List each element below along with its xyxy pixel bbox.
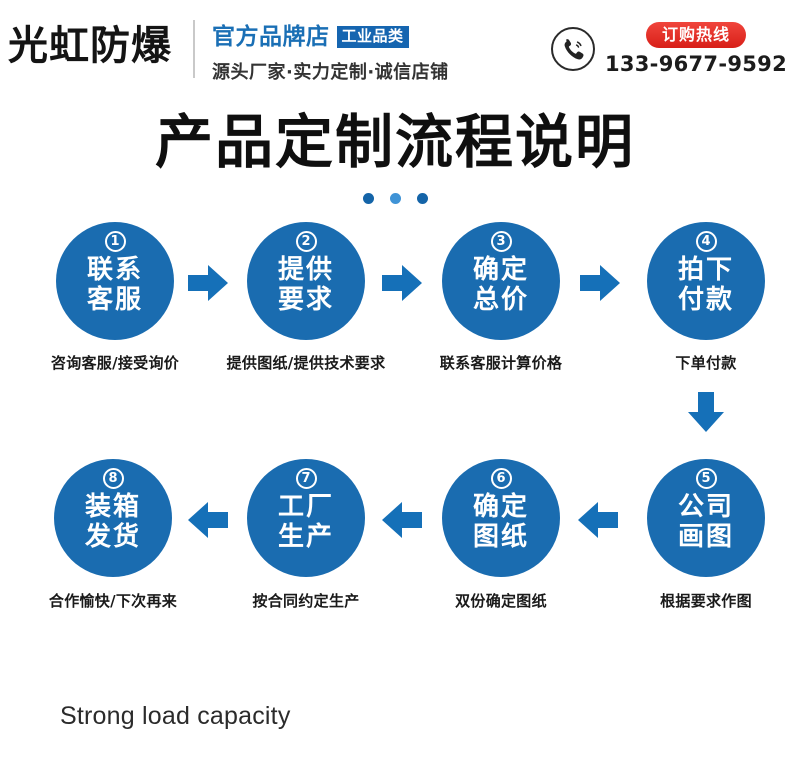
flow-step-circle-7: 7 工厂 生产 [247, 459, 365, 577]
flow-step-circle-6: 6 确定 图纸 [442, 459, 560, 577]
flow-step-circle-2: 2 提供 要求 [247, 222, 365, 340]
step-caption-4: 下单付款 [675, 354, 737, 372]
flow-step-circle-5: 5 公司 画图 [647, 459, 765, 577]
step-number-badge-8: 8 [102, 468, 124, 489]
step-number-badge-6: 6 [490, 468, 512, 489]
arrow-step4-to-step5 [688, 392, 724, 432]
flow-step-circle-1: 1 联系 客服 [56, 222, 174, 340]
brand-logo: 光虹防爆 [8, 23, 172, 69]
page-title: 产品定制流程说明 [154, 108, 635, 176]
step-label-3: 确定 总价 [472, 255, 529, 315]
step-caption-7: 按合同约定生产 [252, 592, 360, 610]
dot-3-icon [416, 193, 428, 204]
dot-2-icon [389, 193, 401, 204]
arrow-step5-to-step6 [578, 502, 618, 538]
step-caption-1: 咨询客服/接受询价 [50, 354, 180, 372]
step-label-5: 公司 画图 [677, 492, 734, 552]
step-caption-6: 双份确定图纸 [455, 592, 547, 610]
official-store-row: 官方品牌店 工业品类 [212, 22, 512, 52]
brand-tagline: 源头厂家·实力定制·诚信店铺 [212, 62, 449, 83]
step-number-badge-5: 5 [695, 468, 717, 489]
step-label-1: 联系 客服 [86, 255, 143, 315]
header-divider [193, 20, 195, 78]
step-number-badge-1: 1 [104, 231, 126, 252]
step-label-7: 工厂 生产 [277, 492, 334, 552]
flow-step-circle-3: 3 确定 总价 [442, 222, 560, 340]
hotline-badge: 订购热线 [645, 22, 746, 48]
flow-step-circle-4: 4 拍下 付款 [647, 222, 765, 340]
step-number-badge-2: 2 [295, 231, 317, 252]
phone-number: 133-9677-9592 [604, 52, 787, 76]
category-badge: 工业品类 [336, 26, 409, 48]
arrow-step7-to-step8 [188, 502, 228, 538]
step-caption-5: 根据要求作图 [660, 592, 752, 610]
step-label-8: 装箱 发货 [84, 492, 141, 552]
step-label-6: 确定 图纸 [472, 492, 529, 552]
step-number-badge-4: 4 [695, 231, 717, 252]
arrow-step6-to-step7 [382, 502, 422, 538]
arrow-step3-to-step4 [580, 265, 620, 301]
step-caption-2: 提供图纸/提供技术要求 [226, 354, 386, 372]
title-dots-decoration [0, 193, 790, 204]
hotline-texts: 订购热线 133-9677-9592 [605, 22, 787, 76]
arrow-step2-to-step3 [382, 265, 422, 301]
page-header: 光虹防爆 官方品牌店 工业品类 源头厂家·实力定制·诚信店铺 订购热线 133-… [0, 0, 790, 100]
flow-step-circle-8: 8 装箱 发货 [54, 459, 172, 577]
brand-subtitle-group: 官方品牌店 工业品类 源头厂家·实力定制·诚信店铺 [212, 22, 512, 84]
step-number-badge-3: 3 [490, 231, 512, 252]
arrow-step1-to-step2 [188, 265, 228, 301]
step-number-badge-7: 7 [295, 468, 317, 489]
hotline-block: 订购热线 133-9677-9592 [550, 22, 787, 76]
step-caption-8: 合作愉快/下次再来 [48, 592, 178, 610]
step-label-4: 拍下 付款 [677, 255, 734, 315]
footer-caption: Strong load capacity [60, 702, 291, 730]
dot-1-icon [362, 193, 374, 204]
step-caption-3: 联系客服计算价格 [439, 354, 563, 372]
step-label-2: 提供 要求 [277, 255, 334, 315]
official-store-label: 官方品牌店 [212, 24, 330, 50]
phone-ring-icon [550, 27, 595, 71]
